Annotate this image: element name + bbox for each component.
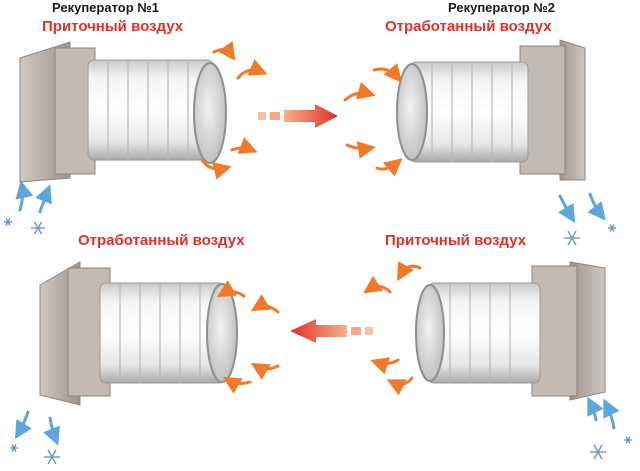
flow-direction-arrow-icon-left (290, 319, 373, 343)
warm-air-arrow-icon (200, 41, 422, 396)
unit1-bottom-label: Отработанный воздух (78, 232, 245, 249)
unit1-title: Рекуператор №1 (52, 0, 159, 15)
unit2-title: Рекуператор №2 (448, 0, 555, 15)
unit2-top-label: Отработанный воздух (385, 18, 552, 35)
snowflake-icon (4, 218, 632, 465)
recuperator-1-top (19, 41, 227, 183)
flow-direction-arrow-icon-right (258, 104, 338, 128)
recuperator-2-bottom (415, 261, 606, 401)
unit2-bottom-label: Приточный воздух (385, 232, 527, 249)
recuperator-2-top (396, 39, 586, 181)
unit1-top-label: Приточный воздух (42, 18, 184, 35)
cold-air-arrow-icon (14, 180, 620, 446)
recuperator-1-bottom (39, 261, 238, 406)
